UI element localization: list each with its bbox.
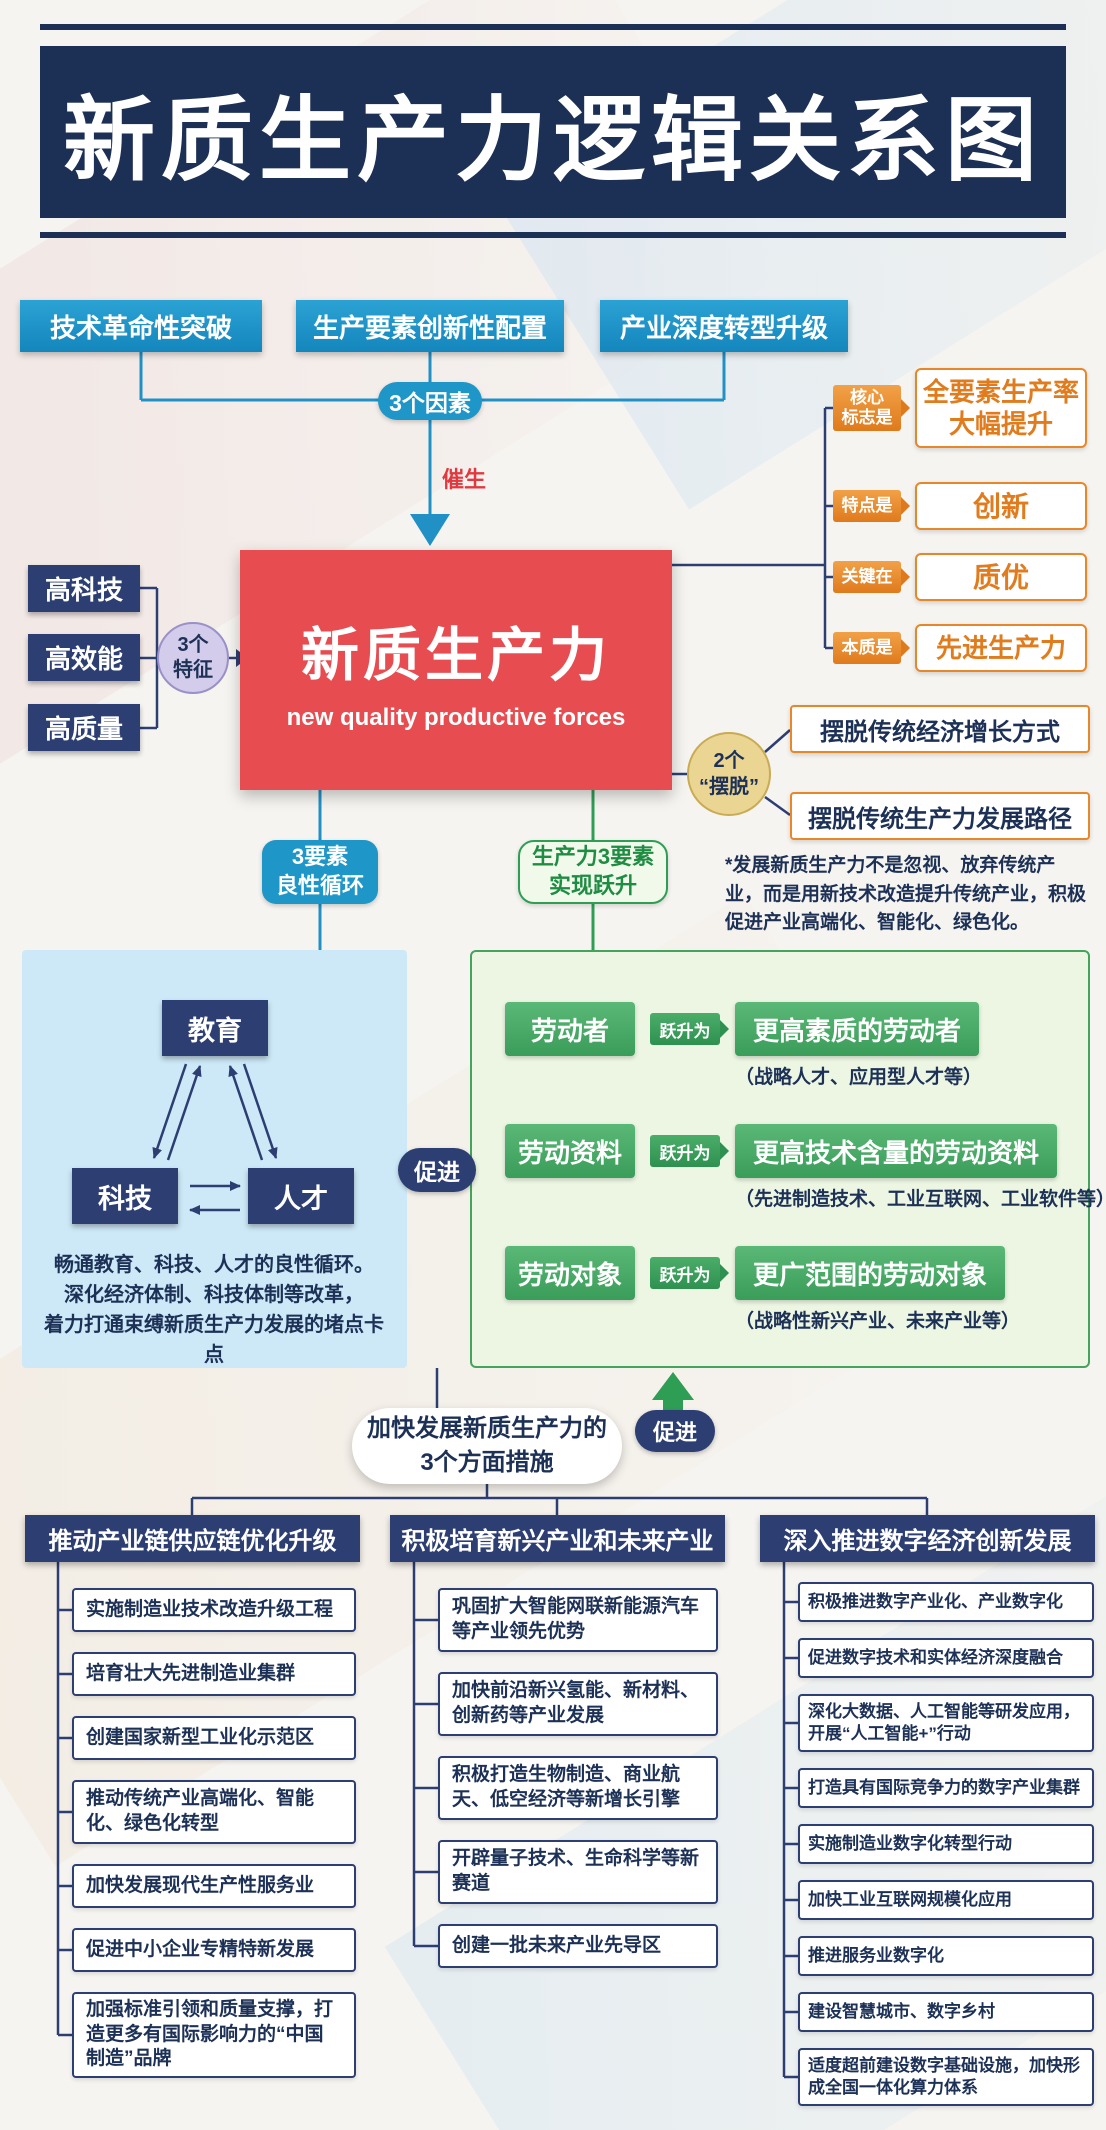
escape-box: 摆脱传统经济增长方式 [790,705,1090,753]
cycle-node-talent: 人才 [248,1168,354,1224]
measure-item: 建设智慧城市、数字乡村 [798,1992,1094,2032]
factors-count-pill: 3个因素 [378,382,482,420]
leap-arrow-tag: 跃升为 [650,1013,720,1045]
measure-column-header: 积极培育新兴产业和未来产业 [390,1515,725,1562]
measures-pill: 加快发展新质生产力的 3个方面措施 [352,1408,622,1484]
title-rule-top [40,24,1066,30]
attribute-tag: 本质是 [833,632,901,664]
trait-box: 高质量 [28,704,140,751]
cycle-node-science: 科技 [72,1168,178,1224]
leap-note: （先进制造技术、工业互联网、工业软件等） [735,1189,1106,1210]
leap-to-box: 更高素质的劳动者 [735,1002,980,1056]
measure-item: 积极推进数字产业化、产业数字化 [798,1582,1094,1622]
core-box: 新质生产力 new quality productive forces [240,550,672,790]
traits-count-badge: 3个 特征 [157,622,229,694]
trait-box: 高科技 [28,565,140,612]
measure-item: 加强标准引领和质量支撑，打造更多有国际影响力的“中国制造”品牌 [72,1992,356,2078]
factor-box: 生产要素创新性配置 [296,300,564,352]
factor-box: 产业深度转型升级 [600,300,848,352]
measure-item: 开辟量子技术、生命科学等新赛道 [438,1840,718,1904]
core-subtitle: new quality productive forces [286,704,626,731]
measure-item: 实施制造业数字化转型行动 [798,1824,1094,1864]
cycle-pill: 3要素 良性循环 [262,840,378,904]
measure-item: 推进服务业数字化 [798,1936,1094,1976]
attribute-tag: 核心 标志是 [833,385,901,431]
measure-item: 打造具有国际竞争力的数字产业集群 [798,1768,1094,1808]
title-rule-bottom [40,232,1066,238]
core-title: 新质生产力 [300,623,611,688]
measure-item: 加快工业互联网规模化应用 [798,1880,1094,1920]
leap-from-box: 劳动者 [505,1002,635,1056]
measure-item: 促进数字技术和实体经济深度融合 [798,1638,1094,1678]
measure-item: 深化大数据、人工智能等研发应用，开展“人工智能+”行动 [798,1694,1094,1752]
promote-up-pill: 促进 [635,1410,715,1452]
escapes-count-badge: 2个 “摆脱” [687,732,771,816]
attribute-tag: 特点是 [833,490,901,522]
attribute-value-box: 创新 [915,482,1087,530]
measure-item: 促进中小企业专精特新发展 [72,1928,356,1972]
measure-item: 培育壮大先进制造业集群 [72,1652,356,1696]
leap-note: （战略性新兴产业、未来产业等） [735,1311,1021,1332]
cycle-note: 畅通教育、科技、人才的良性循环。 深化经济体制、科技体制等改革， 着力打通束缚新… [44,1254,384,1366]
measure-item: 创建一批未来产业先导区 [438,1924,718,1968]
trait-box: 高效能 [28,634,140,681]
escapes-footnote: *发展新质生产力不是忽视、放弃传统产业，而是用新技术改造提升传统产业，积极促进产… [725,855,1087,933]
spawn-arrow-label: 催生 [442,467,487,492]
cycle-node-education: 教育 [162,1000,268,1056]
measure-column-header: 推动产业链供应链优化升级 [25,1515,360,1562]
measure-item: 适度超前建设数字基础设施，加快形成全国一体化算力体系 [798,2048,1094,2106]
page-title: 新质生产力逻辑关系图 [40,46,1066,218]
leap-to-box: 更广范围的劳动对象 [735,1246,1006,1300]
leap-to-box: 更高技术含量的劳动资料 [735,1124,1058,1178]
measure-column-header: 深入推进数字经济创新发展 [760,1515,1095,1562]
leap-arrow-tag: 跃升为 [650,1135,720,1167]
escape-box: 摆脱传统生产力发展路径 [790,792,1090,840]
measure-item: 巩固扩大智能网联新能源汽车等产业领先优势 [438,1588,718,1652]
leap-arrow-tag: 跃升为 [650,1257,720,1289]
factor-box: 技术革命性突破 [20,300,262,352]
attribute-tag: 关键在 [833,561,901,593]
attribute-value-box: 先进生产力 [915,624,1087,672]
measure-item: 加快发展现代生产性服务业 [72,1864,356,1908]
attribute-value-box: 质优 [915,553,1087,601]
leap-pill: 生产力3要素 实现跃升 [518,840,668,904]
measure-item: 加快前沿新兴氢能、新材料、创新药等产业发展 [438,1672,718,1736]
measure-item: 创建国家新型工业化示范区 [72,1716,356,1760]
promote-pill: 促进 [398,1148,476,1192]
leap-from-box: 劳动资料 [505,1124,635,1178]
measure-item: 实施制造业技术改造升级工程 [72,1588,356,1632]
attribute-value-box: 全要素生产率 大幅提升 [915,368,1087,448]
measure-item: 积极打造生物制造、商业航天、低空经济等新增长引擎 [438,1756,718,1820]
leap-from-box: 劳动对象 [505,1246,635,1300]
measure-item: 推动传统产业高端化、智能化、绿色化转型 [72,1780,356,1844]
leap-note: （战略人才、应用型人才等） [735,1067,983,1088]
